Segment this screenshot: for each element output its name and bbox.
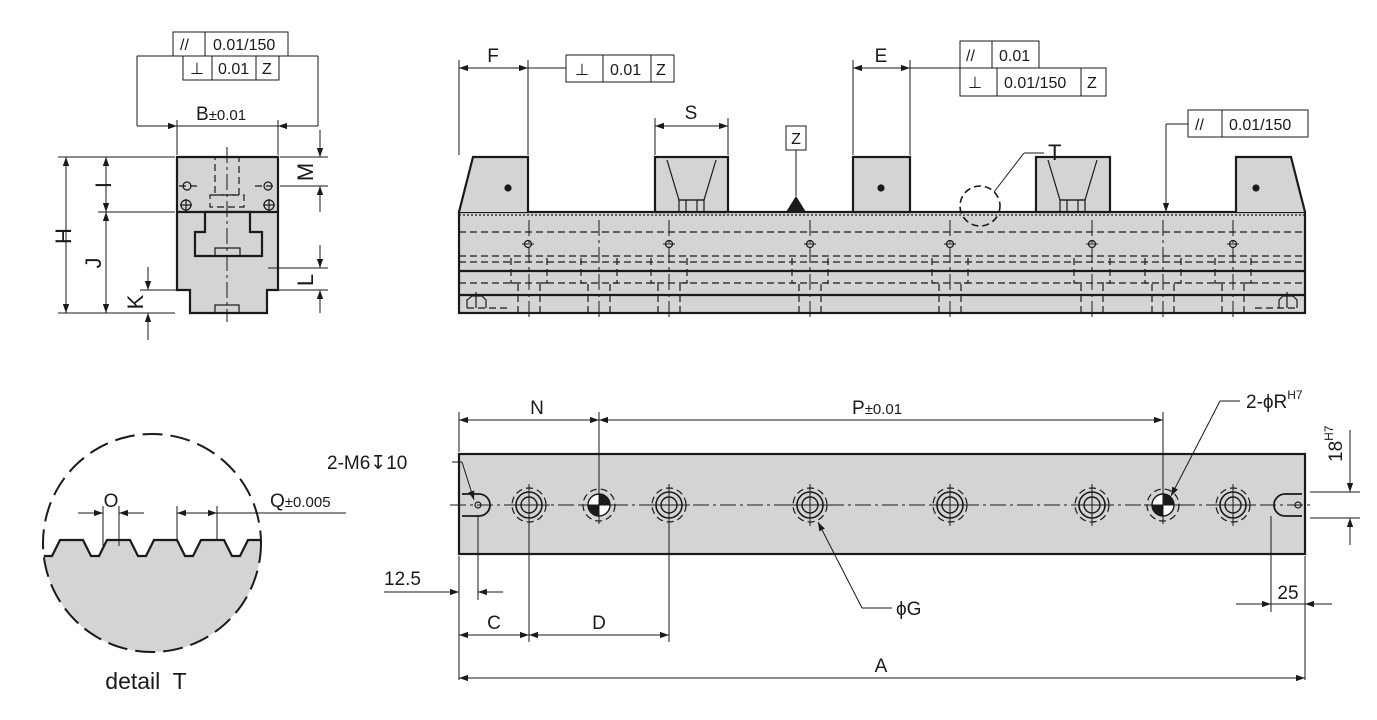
end-screw-left [466,292,510,309]
datum-triangle [786,196,806,212]
thread-callout: 2-M6↧10 [327,453,407,474]
svg-text:Z: Z [262,61,272,78]
screw-mark [522,239,534,249]
wedge-block-2 [1034,155,1112,214]
dim-h-label: H [51,228,76,244]
hidden-counterbore [1073,220,1111,318]
hidden-counterbore [650,220,688,318]
front-view: Z T F ⊥ 0.01 Z S E [457,40,1309,318]
svg-text:0.01/150: 0.01/150 [1004,75,1066,92]
dim-c-label: C [487,613,501,634]
hidden-counterbore [510,220,548,318]
svg-text://: // [180,37,189,54]
front-hidden-bores [510,220,1252,318]
dim-f-label: F [487,46,499,67]
dim-i-label: I [91,182,116,188]
svg-text:⊥: ⊥ [190,61,204,78]
dim-12-5-label: 12.5 [384,569,421,590]
detail-title: detail T [105,668,186,694]
jaw-left [457,155,530,213]
dim-e-label: E [875,46,888,67]
hidden-counterbore [1214,220,1252,318]
front-tolerance-frame-right: // 0.01/150 [1162,109,1309,212]
counterbore-hole [1212,484,1254,526]
serrated-profile [43,538,261,652]
side-screw-right [255,181,276,211]
svg-text:Z: Z [1087,75,1097,92]
screw-mark [1227,239,1239,249]
svg-text:0.01/150: 0.01/150 [1229,117,1291,134]
svg-text:0.01: 0.01 [610,62,641,79]
hidden-counterbore [1144,220,1182,318]
front-tolerance-frame-left: ⊥ 0.01 Z [565,54,675,83]
screw-mark [804,239,816,249]
pin-hole-right [1144,486,1182,524]
svg-text:0.01/150: 0.01/150 [213,37,275,54]
svg-text:⊥: ⊥ [575,62,589,79]
top-rail [457,452,1307,556]
dim-25-label: 25 [1277,583,1298,604]
top-view: N P±0.01 2-ϕRH7 2-M6↧10 ϕG 18H7 12.5 C D [327,388,1360,682]
side-screw-left [179,181,200,211]
hidden-counterbore [931,220,969,318]
dim-o-label: O [104,491,119,512]
slot-left [462,493,491,517]
detail-boundary [42,433,262,653]
hidden-counterbore [580,220,618,318]
end-view: B±0.01 // 0.01/150 ⊥ 0.01 Z H I J [51,31,328,340]
svg-text:0.01: 0.01 [218,61,249,78]
callout-t-label: T [1048,140,1061,165]
t-slot [193,210,264,258]
dim-j-label: J [81,258,106,269]
svg-text:⊥: ⊥ [968,75,982,92]
dim-q-label: Q±0.005 [270,491,331,512]
counterbore-holes [508,484,1254,526]
counterbore-hole [789,484,831,526]
counterbore-hole [508,484,550,526]
hidden-counterbore [791,220,829,318]
screw-mark [944,239,956,249]
svg-text:Z: Z [656,62,666,79]
detail-view-t: O Q±0.005 detail T [42,433,346,694]
dim-m-label: M [293,163,318,181]
end-view-tolerance-frame: // 0.01/150 ⊥ 0.01 Z [172,31,289,81]
datum-z-label: Z [791,131,801,148]
dim-n-label: N [530,398,544,419]
wedge-block-1 [653,155,730,214]
slot-right [1273,493,1302,517]
dim-k-label: K [123,294,148,309]
counterbore-hole [929,484,971,526]
dim-a-label: A [875,656,888,677]
screw-mark [1086,239,1098,249]
dim-d-label: D [592,613,606,634]
svg-text://: // [966,48,975,65]
dim-s-label: S [685,103,698,124]
svg-text:0.01: 0.01 [999,48,1030,65]
dim-l-label: L [293,274,318,286]
front-tolerance-frame-center: // 0.01 ⊥ 0.01/150 Z [959,40,1107,97]
detail-callout-circle [959,185,1001,227]
dim-p-label: P±0.01 [852,398,902,419]
bore-callout: ϕG [896,599,921,620]
counterbore-hole [1071,484,1113,526]
block-center [851,155,912,214]
end-screw-right [1255,292,1298,309]
jaw-right [1234,155,1307,213]
dim-18-label: 18H7 [1322,425,1347,462]
pin-hole-left [580,486,618,524]
pin-hole-callout: 2-ϕRH7 [1246,388,1303,413]
dim-b-label: B±0.01 [196,104,246,125]
svg-text://: // [1195,117,1204,134]
screw-mark [663,239,675,249]
